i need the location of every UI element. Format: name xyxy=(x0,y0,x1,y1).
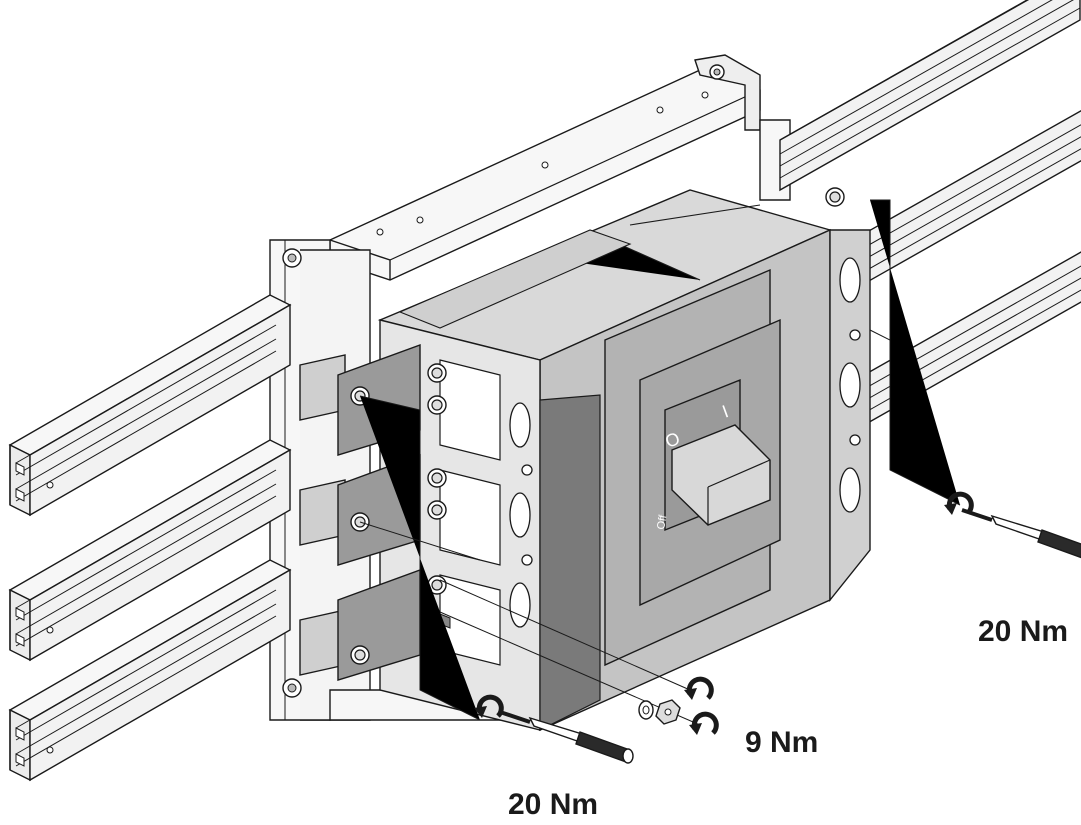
washer-icon xyxy=(638,700,654,720)
nut-icon xyxy=(655,699,681,725)
torque-label-center: 9 Nm xyxy=(745,726,819,759)
assembly-leader-lines xyxy=(359,199,961,726)
switch-off-text: Off xyxy=(655,513,669,530)
switch-on-mark: I xyxy=(720,401,732,422)
torque-label-bottom: 20 Nm xyxy=(508,788,599,821)
right-busbar-rails xyxy=(779,0,1081,451)
switch-off-mark: O xyxy=(663,428,683,452)
rail-clamps xyxy=(299,354,346,676)
torque-label-right: 20 Nm xyxy=(978,615,1069,648)
circuit-breaker xyxy=(377,187,871,732)
left-busbar-rails xyxy=(9,294,291,781)
